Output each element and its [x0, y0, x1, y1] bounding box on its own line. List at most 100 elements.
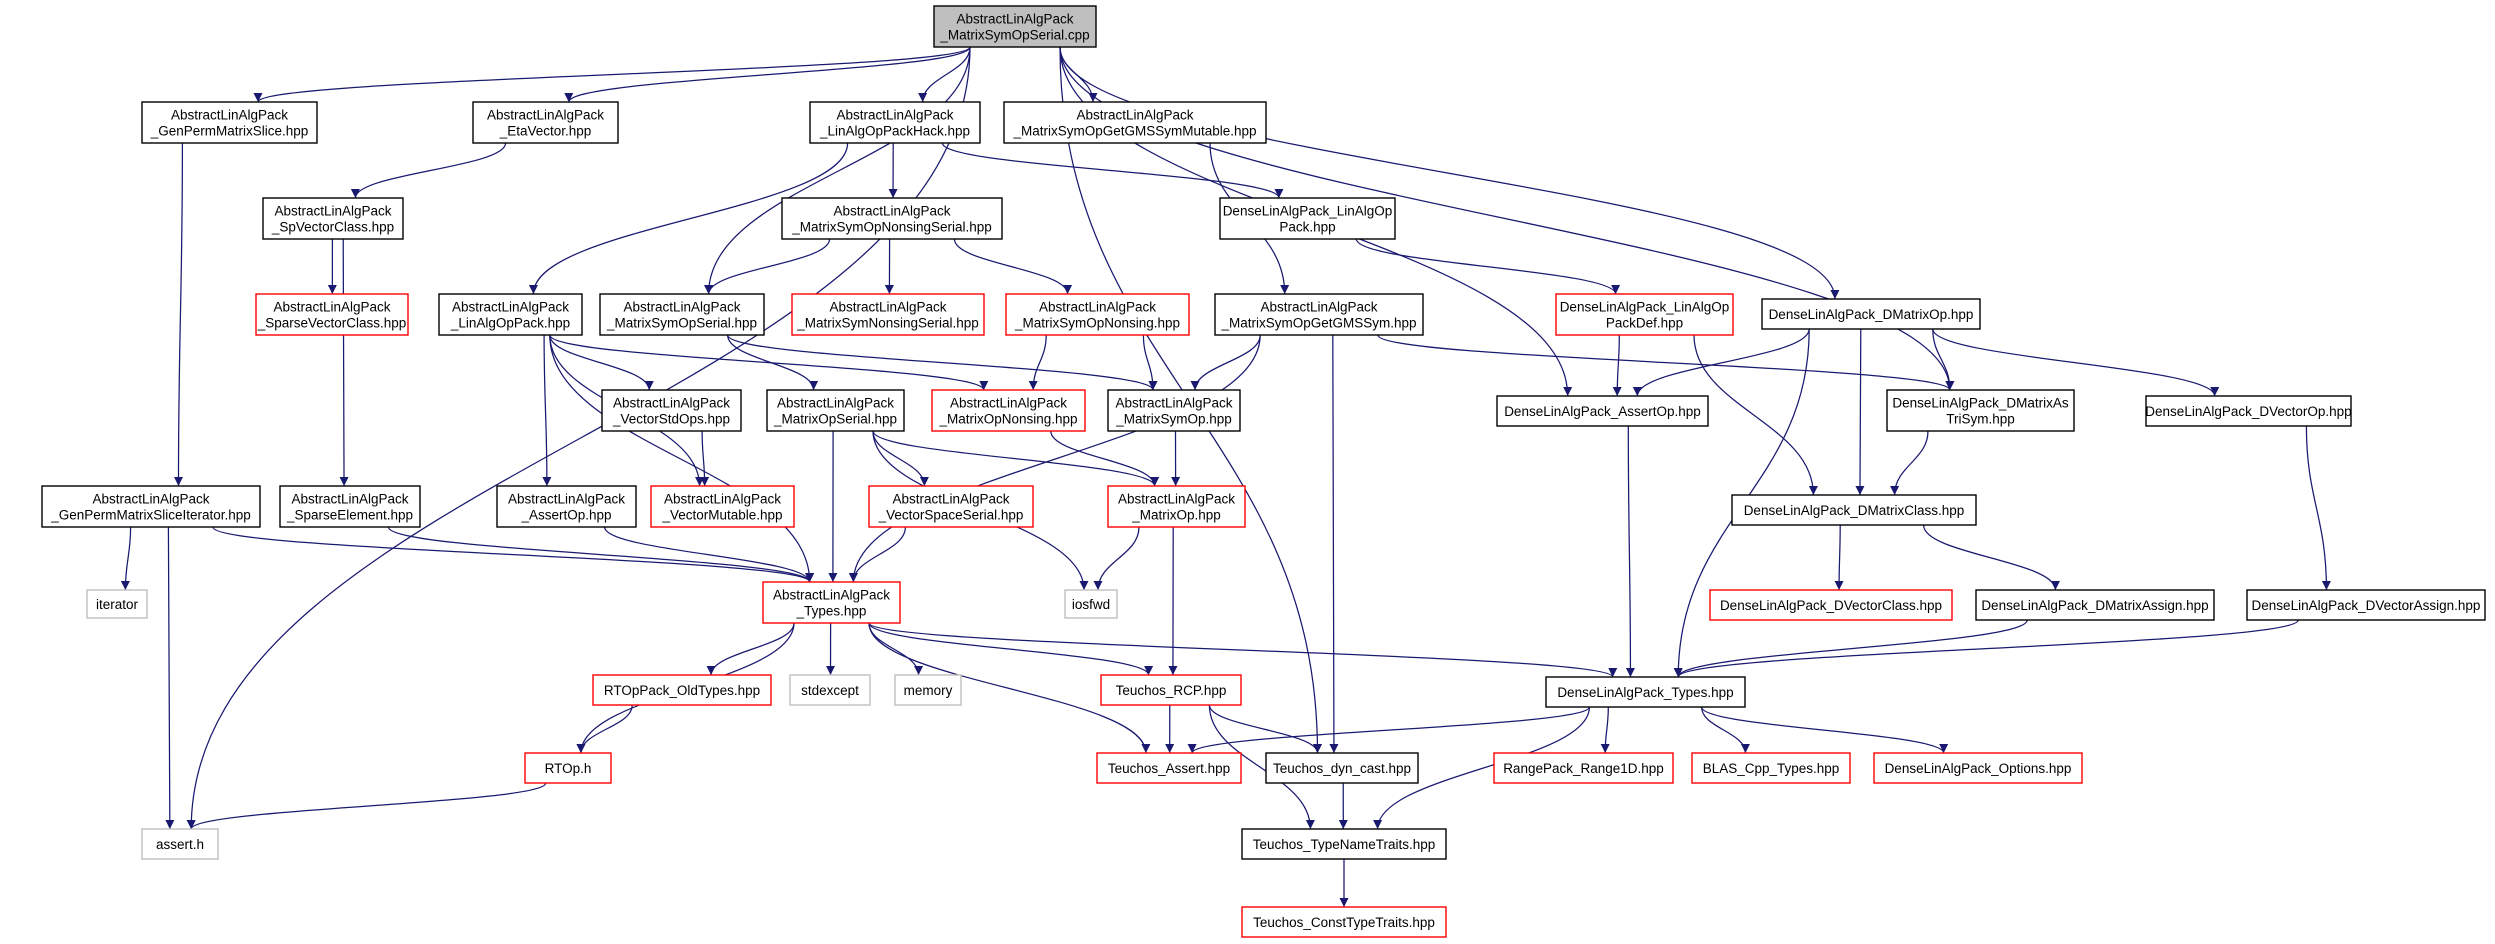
node-teuchos-assert[interactable]: Teuchos_Assert.hpp — [1096, 752, 1242, 784]
node-range1d[interactable]: RangePack_Range1D.hpp — [1493, 752, 1674, 784]
node-vecstdops[interactable]: AbstractLinAlgPack_VectorStdOps.hpp — [601, 389, 742, 432]
node-label-line: DenseLinAlgPack_LinAlgOp — [1560, 300, 1730, 315]
node-label-line: DenseLinAlgPack_DVectorOp.hpp — [2145, 404, 2351, 419]
edge-assertop-to-types — [603, 526, 815, 583]
node-label-line: AbstractLinAlgPack — [950, 396, 1067, 411]
edge-root-to-etavec — [564, 46, 971, 103]
node-box — [809, 101, 981, 144]
edge-getgms-to-matrixsymop — [1190, 334, 1261, 391]
edge-dmatrixop-to-dmatrixas — [1932, 328, 1955, 391]
nodes: AbstractLinAlgPack_MatrixSymOpSerial.cpp… — [41, 5, 2486, 938]
node-dvectorassign[interactable]: DenseLinAlgPack_DVectorAssign.hpp — [2246, 589, 2486, 621]
edge-dense-types-to-blas — [1700, 706, 1750, 754]
node-label-line: AbstractLinAlgPack — [892, 492, 1009, 507]
node-label-line: AbstractLinAlgPack — [833, 204, 950, 219]
node-matop-serial[interactable]: AbstractLinAlgPack_MatrixOpSerial.hpp — [766, 389, 905, 432]
node-box — [1761, 298, 1981, 330]
edge-dmatrixop-to-dense-assertop — [1632, 328, 1810, 397]
edge-matop-serial-to-matrixop — [872, 430, 1160, 487]
node-genperm[interactable]: AbstractLinAlgPack_GenPermMatrixSlice.hp… — [141, 101, 318, 144]
node-box — [279, 485, 421, 528]
edge-matop-serial-to-vecspace-serial — [872, 430, 929, 487]
node-root[interactable]: AbstractLinAlgPack_MatrixSymOpSerial.cpp — [933, 5, 1097, 48]
node-blas[interactable]: BLAS_Cpp_Types.hpp — [1691, 752, 1851, 784]
node-iterator[interactable]: iterator — [86, 589, 148, 619]
node-label-line: _SparseElement.hpp — [286, 508, 413, 523]
node-dense-assertop[interactable]: DenseLinAlgPack_AssertOp.hpp — [1496, 395, 1709, 427]
node-dense-linalgop[interactable]: DenseLinAlgPack_LinAlgOpPack.hpp — [1219, 197, 1396, 240]
node-box — [1731, 494, 1977, 526]
node-label-line: RangePack_Range1D.hpp — [1503, 761, 1664, 776]
node-box — [1219, 197, 1396, 240]
node-dmatrixop[interactable]: DenseLinAlgPack_DMatrixOp.hpp — [1761, 298, 1981, 330]
node-sparsevec[interactable]: AbstractLinAlgPack_SparseVectorClass.hpp — [255, 293, 409, 336]
node-matop-nonsing[interactable]: AbstractLinAlgPack_MatrixOpNonsing.hpp — [931, 389, 1086, 432]
node-dvectorop[interactable]: DenseLinAlgPack_DVectorOp.hpp — [2145, 395, 2352, 427]
node-linalgop[interactable]: AbstractLinAlgPack_LinAlgOpPack.hpp — [438, 293, 583, 336]
node-assert-h[interactable]: assert.h — [141, 828, 219, 860]
node-typenametraits[interactable]: Teuchos_TypeNameTraits.hpp — [1241, 828, 1447, 860]
node-spvec[interactable]: AbstractLinAlgPack_SpVectorClass.hpp — [262, 197, 404, 240]
node-label-line: _LinAlgOpPack.hpp — [450, 316, 570, 331]
edge-genperm-to-genperm-iter — [173, 142, 184, 487]
node-assertop[interactable]: AbstractLinAlgPack_AssertOp.hpp — [496, 485, 637, 528]
edge-types-to-dense-types — [868, 622, 1618, 678]
node-dense-types[interactable]: DenseLinAlgPack_Types.hpp — [1545, 676, 1746, 708]
edge-dmatrixop-to-dvectorop — [1932, 328, 2220, 397]
edge-root-to-hack — [918, 46, 971, 103]
node-dmatrixclass[interactable]: DenseLinAlgPack_DMatrixClass.hpp — [1731, 494, 1977, 526]
node-label-line: DenseLinAlgPack_DMatrixAs — [1892, 396, 2069, 411]
node-types[interactable]: AbstractLinAlgPack_Types.hpp — [762, 581, 901, 624]
node-matrixop[interactable]: AbstractLinAlgPack_MatrixOp.hpp — [1107, 485, 1246, 528]
node-label-line: iterator — [96, 597, 139, 612]
edge-getgms-to-dmatrixas — [1377, 334, 1955, 391]
edge-dvectorop-to-dvectorassign — [2305, 425, 2331, 591]
node-getgms[interactable]: AbstractLinAlgPack_MatrixSymOpGetGMSSym.… — [1214, 293, 1424, 336]
node-matrixsymop[interactable]: AbstractLinAlgPack_MatrixSymOp.hpp — [1107, 389, 1241, 432]
node-label-line: _MatrixSymOp.hpp — [1115, 412, 1232, 427]
node-dyncast[interactable]: Teuchos_dyn_cast.hpp — [1265, 752, 1419, 784]
node-sparseelem[interactable]: AbstractLinAlgPack_SparseElement.hpp — [279, 485, 421, 528]
node-label-line: AbstractLinAlgPack — [1260, 300, 1377, 315]
node-symop-serial[interactable]: AbstractLinAlgPack_MatrixSymOpSerial.hpp — [599, 293, 765, 336]
node-nonsing-serial[interactable]: AbstractLinAlgPack_MatrixSymOpNonsingSer… — [781, 197, 1003, 240]
node-rtop[interactable]: RTOp.h — [524, 752, 612, 784]
node-dvectorclass[interactable]: DenseLinAlgPack_DVectorClass.hpp — [1709, 589, 1953, 621]
node-label-line: _MatrixOpNonsing.hpp — [938, 412, 1077, 427]
node-etavec[interactable]: AbstractLinAlgPack_EtaVector.hpp — [472, 101, 619, 144]
node-iosfwd[interactable]: iosfwd — [1064, 589, 1118, 619]
node-rcp[interactable]: Teuchos_RCP.hpp — [1100, 674, 1242, 706]
node-box — [141, 828, 219, 860]
node-box — [1555, 293, 1734, 336]
node-label-line: DenseLinAlgPack_DVectorClass.hpp — [1720, 598, 1942, 613]
node-stdexcept[interactable]: stdexcept — [789, 674, 871, 706]
node-genperm-iter[interactable]: AbstractLinAlgPack_GenPermMatrixSliceIte… — [41, 485, 261, 528]
node-label-line: BLAS_Cpp_Types.hpp — [1703, 761, 1840, 776]
node-label-line: Teuchos_Assert.hpp — [1108, 761, 1230, 776]
edge-linalgop-to-assertop — [542, 334, 552, 487]
node-symop-nonsing[interactable]: AbstractLinAlgPack_MatrixSymOpNonsing.hp… — [1005, 293, 1190, 336]
node-vecmutable[interactable]: AbstractLinAlgPack_VectorMutable.hpp — [650, 485, 795, 528]
node-label-line: _SparseVectorClass.hpp — [257, 316, 407, 331]
node-symnonsing-serial[interactable]: AbstractLinAlgPack_MatrixSymNonsingSeria… — [791, 293, 985, 336]
node-getgms-mut[interactable]: AbstractLinAlgPack_MatrixSymOpGetGMSSymM… — [1003, 101, 1267, 144]
node-label-line: TriSym.hpp — [1946, 412, 2015, 427]
edge-dense-linalgopdef-to-dmatrixclass — [1693, 334, 1818, 496]
edge-symop-nonsing-to-matrixsymop — [1142, 334, 1158, 391]
node-box — [1005, 293, 1190, 336]
edge-getgms-to-types — [848, 334, 1261, 583]
node-label-line: AbstractLinAlgPack — [274, 204, 391, 219]
node-vecspace-serial[interactable]: AbstractLinAlgPack_VectorSpaceSerial.hpp — [868, 485, 1034, 528]
node-memory[interactable]: memory — [894, 674, 962, 706]
node-dense-options[interactable]: DenseLinAlgPack_Options.hpp — [1873, 752, 2083, 784]
node-dmatrixassign[interactable]: DenseLinAlgPack_DMatrixAssign.hpp — [1975, 589, 2215, 621]
node-consttypetraits[interactable]: Teuchos_ConstTypeTraits.hpp — [1241, 906, 1447, 938]
node-label-line: iosfwd — [1072, 597, 1110, 612]
node-hack[interactable]: AbstractLinAlgPack_LinAlgOpPackHack.hpp — [809, 101, 981, 144]
edge-spvec-to-sparseelem — [339, 238, 349, 487]
node-label-line: _MatrixSymOpGetGMSSymMutable.hpp — [1012, 124, 1256, 139]
node-rtop-oldtypes[interactable]: RTOpPack_OldTypes.hpp — [592, 674, 772, 706]
